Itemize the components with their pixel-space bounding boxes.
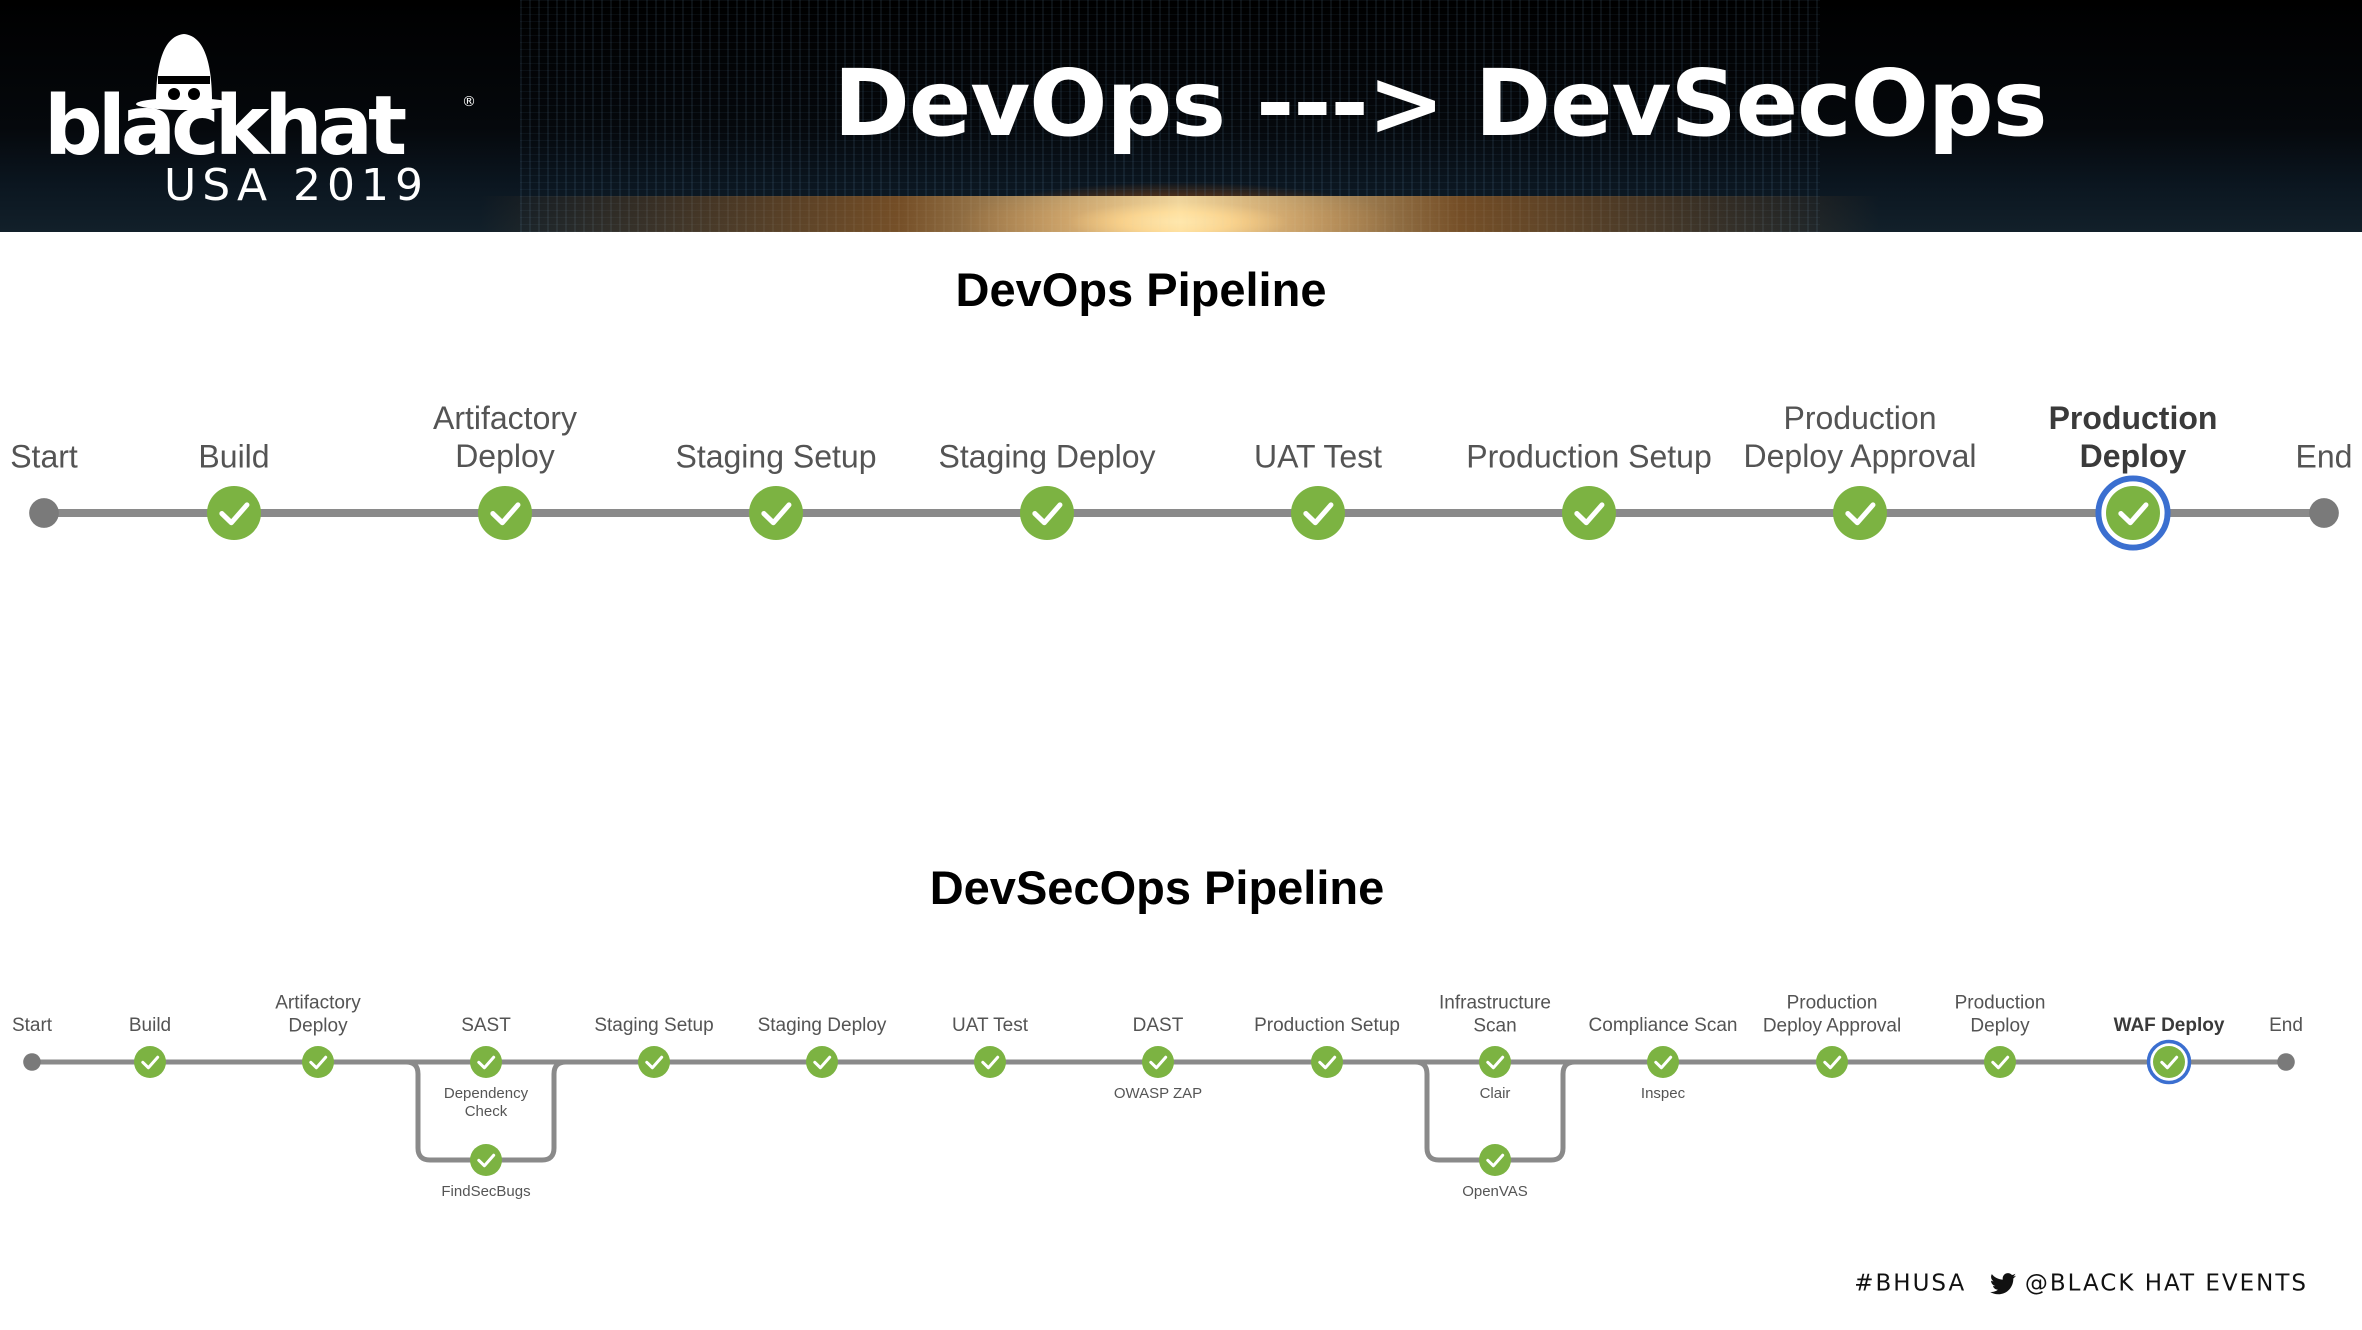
devsecops-stage-label: Compliance Scan	[1588, 1015, 1738, 1037]
devops-pipeline-title: DevOps Pipeline	[955, 263, 1327, 316]
check-icon	[1845, 502, 1876, 526]
banner-horizon-glow	[480, 196, 1880, 232]
footer-hashtag: #BHUSA	[1854, 1270, 1967, 1297]
devsecops-stage-status-dot	[974, 1046, 1006, 1078]
logo-event: USA 2019	[164, 160, 430, 211]
devsecops-branch-status-dot	[470, 1144, 502, 1176]
devops-stage-status-dot	[1020, 486, 1074, 540]
check-icon	[2160, 1055, 2179, 1070]
devsecops-stage-tool: Inspec	[1640, 1085, 1686, 1102]
devops-stage-status-dot	[749, 486, 803, 540]
devsecops-stage-status-dot	[470, 1046, 502, 1078]
check-icon	[2118, 502, 2149, 526]
spy-hat-icon	[136, 34, 232, 110]
banner-city-lights	[520, 0, 1820, 232]
check-icon	[490, 502, 521, 526]
slide-title: DevOps ---> DevSecOps	[833, 50, 2047, 157]
devops-stage-label: Build	[198, 438, 270, 475]
devsecops-branch-tool: OpenVAS	[1462, 1183, 1528, 1200]
devops-stage-label: UAT Test	[1253, 438, 1383, 475]
check-icon	[1032, 502, 1063, 526]
devops-stage-label: End	[2295, 438, 2353, 475]
devops-stage-label: Staging Deploy	[938, 438, 1156, 475]
header-banner: blackhat ® USA 2019 DevOps ---> DevSecOp…	[0, 0, 2362, 232]
devops-stage-label: Staging Setup	[675, 438, 877, 475]
check-icon	[309, 1055, 328, 1070]
devsecops-stage-label: Staging Setup	[594, 1015, 714, 1037]
logo-registered-mark: ®	[462, 94, 476, 110]
devops-stage-status-dot	[207, 486, 261, 540]
devsecops-stage-status-dot	[1984, 1046, 2016, 1078]
devsecops-stage-tool: Clair	[1479, 1085, 1511, 1102]
check-icon	[1486, 1153, 1505, 1168]
devsecops-stage-label: UAT Test	[951, 1015, 1029, 1037]
devsecops-stage-label: Start	[11, 1015, 53, 1037]
devsecops-pipeline-title: DevSecOps Pipeline	[929, 861, 1385, 914]
devsecops-stage-endpoint-dot	[2277, 1053, 2295, 1071]
check-icon	[1486, 1055, 1505, 1070]
devsecops-stage-label: End	[2269, 1015, 2303, 1037]
devsecops-stage-status-dot	[302, 1046, 334, 1078]
footer-handle: @BLACK HAT EVENTS	[2024, 1270, 2308, 1297]
devsecops-stage-status-dot	[1142, 1046, 1174, 1078]
check-icon	[141, 1055, 160, 1070]
devsecops-stage-status-dot	[1311, 1046, 1343, 1078]
devops-stage-endpoint-dot	[29, 498, 59, 528]
devsecops-branch-tool: FindSecBugs	[441, 1183, 531, 1200]
devops-stage-status-dot	[1562, 486, 1616, 540]
devsecops-stage-status-dot	[1479, 1046, 1511, 1078]
devops-stage-status-dot	[1291, 486, 1345, 540]
check-icon	[1303, 502, 1334, 526]
devsecops-stage-endpoint-dot	[23, 1053, 41, 1071]
footer-social: #BHUSA @BLACK HAT EVENTS	[1854, 1270, 2308, 1297]
devsecops-stage-label: DAST	[1132, 1015, 1184, 1037]
devsecops-stage-label: SAST	[461, 1015, 511, 1037]
devsecops-stage-label: WAF Deploy	[2113, 1015, 2225, 1037]
devsecops-stage-status-dot	[1816, 1046, 1848, 1078]
check-icon	[981, 1055, 1000, 1070]
devops-stage-status-dot	[2106, 486, 2160, 540]
devsecops-stage-status-dot	[806, 1046, 838, 1078]
check-icon	[1149, 1055, 1168, 1070]
check-icon	[761, 502, 792, 526]
blackhat-logo: blackhat ® USA 2019	[40, 28, 490, 208]
devsecops-stage-label: Build	[128, 1015, 172, 1037]
check-icon	[477, 1153, 496, 1168]
devops-stage-status-dot	[478, 486, 532, 540]
check-icon	[1823, 1055, 1842, 1070]
devsecops-stage-tool: OWASP ZAP	[1113, 1085, 1203, 1102]
check-icon	[219, 502, 250, 526]
twitter-bird-icon	[1989, 1272, 2016, 1294]
check-icon	[1318, 1055, 1337, 1070]
devsecops-stage-label: Production Setup	[1254, 1015, 1400, 1037]
devsecops-branch-status-dot	[1479, 1144, 1511, 1176]
check-icon	[1991, 1055, 2010, 1070]
devsecops-stage-status-dot	[638, 1046, 670, 1078]
devops-stage-status-dot	[1833, 486, 1887, 540]
devops-stage-endpoint-dot	[2309, 498, 2339, 528]
check-icon	[645, 1055, 664, 1070]
check-icon	[1654, 1055, 1673, 1070]
devops-stage-label: Production Setup	[1466, 438, 1712, 475]
devops-stage-label: Start	[10, 438, 78, 475]
devsecops-stage-status-dot	[2153, 1046, 2185, 1078]
devsecops-stage-status-dot	[134, 1046, 166, 1078]
logo-wordmark: blackhat	[44, 79, 407, 174]
devsecops-stage-label: Staging Deploy	[757, 1015, 887, 1037]
devsecops-stage-status-dot	[1647, 1046, 1679, 1078]
check-icon	[1574, 502, 1605, 526]
check-icon	[477, 1055, 496, 1070]
check-icon	[813, 1055, 832, 1070]
